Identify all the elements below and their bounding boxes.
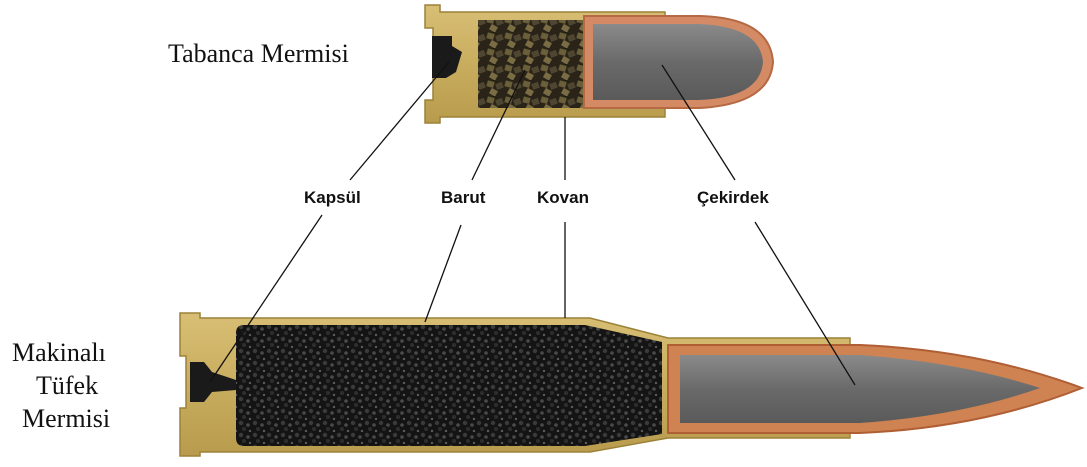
rifle-cartridge [180, 313, 1082, 456]
label-bullet: Çekirdek [697, 188, 769, 208]
rifle-title-line1: Makinalı [12, 336, 106, 369]
pistol-bullet-core [593, 24, 763, 100]
label-case: Kovan [537, 188, 589, 208]
powder-leader-bottom [425, 225, 461, 322]
label-primer: Kapsül [304, 188, 361, 208]
label-powder: Barut [441, 188, 485, 208]
pistol-title: Tabanca Mermisi [168, 37, 349, 70]
rifle-title-line2: Tüfek [36, 369, 98, 402]
rifle-powder [236, 325, 662, 446]
pistol-cartridge [425, 5, 773, 123]
rifle-title-line3: Mermisi [22, 402, 110, 435]
pistol-powder [478, 20, 586, 108]
